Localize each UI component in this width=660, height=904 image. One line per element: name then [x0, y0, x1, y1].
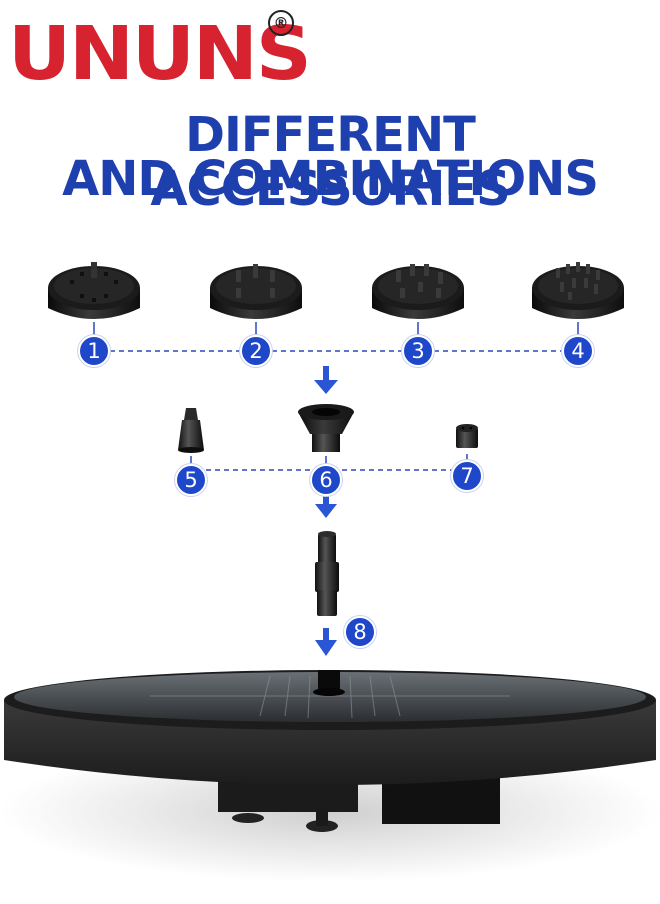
number-badge-3: 3: [402, 335, 434, 367]
nozzle-disc-2: [210, 264, 302, 319]
registered-mark: ®: [268, 10, 294, 36]
solar-panel-icon: [4, 670, 656, 832]
arrow-down-icon: [315, 496, 337, 518]
headline-line-2: AND COMBINATIONS: [62, 151, 599, 207]
number-badge-1: 1: [78, 335, 110, 367]
nozzle-disc-4: [532, 262, 624, 319]
number-badge-7: 7: [451, 460, 483, 492]
small-nozzle-part: [178, 408, 204, 453]
nozzle-disc-3: [372, 264, 464, 319]
extension-tube-part: [315, 531, 339, 616]
nozzle-disc-1: [48, 262, 140, 319]
headline-line-1: DIFFERENT ACCESSORIES: [150, 107, 510, 217]
number-badge-4: 4: [562, 335, 594, 367]
arrow-down-icon: [315, 628, 337, 656]
small-cap-part: [456, 424, 478, 448]
funnel-connector-part: [298, 404, 354, 452]
number-badge-6: 6: [310, 464, 342, 496]
brand-logo: UNUNS: [8, 11, 312, 97]
number-badge-2: 2: [240, 335, 272, 367]
number-badge-8: 8: [344, 616, 376, 648]
number-badge-5: 5: [175, 464, 207, 496]
arrow-down-icon: [314, 366, 338, 394]
